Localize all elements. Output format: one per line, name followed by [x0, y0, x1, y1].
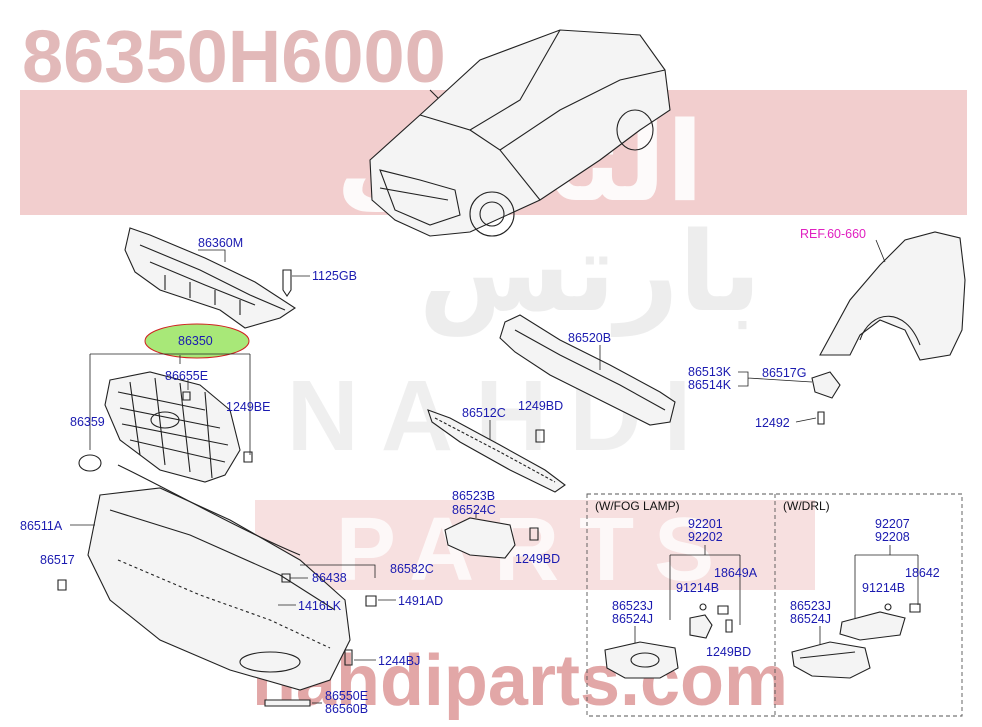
label-86560b: 86560B — [325, 702, 368, 716]
label-86438: 86438 — [312, 571, 347, 585]
label-92207: 92207 — [875, 517, 910, 531]
bolt-1125gb — [282, 269, 292, 297]
options-box — [586, 493, 963, 717]
label-92202: 92202 — [688, 530, 723, 544]
label-86520b: 86520B — [568, 331, 611, 345]
reference-label: REF.60-660 — [800, 227, 866, 241]
label-86550e: 86550E — [325, 689, 368, 703]
part-86520b-absorber — [499, 314, 676, 426]
highlight-86350 — [144, 323, 250, 359]
label-86512c: 86512C — [462, 406, 506, 420]
emblem-86359 — [78, 454, 102, 472]
bracket-86513k — [811, 371, 841, 399]
strip-86582c — [117, 464, 301, 556]
label-86360m: 86360M — [198, 236, 243, 250]
label-86517: 86517 — [40, 553, 75, 567]
watermark-latin-2: PARTS — [336, 500, 734, 600]
label-1249bd-c: 1249BD — [706, 645, 751, 659]
label-86582c: 86582C — [390, 562, 434, 576]
screw-1249bd-b — [529, 527, 539, 541]
socket-18649a — [717, 605, 729, 615]
cover-86523b — [444, 517, 516, 559]
screw-1249bd-a — [535, 429, 545, 443]
label-91214b-b: 91214B — [862, 581, 905, 595]
part-86511a-bumper — [87, 487, 351, 691]
label-86524j-b: 86524J — [790, 612, 831, 626]
label-91214b-a: 91214B — [676, 581, 719, 595]
part-86360m-bracket — [124, 227, 297, 329]
screw-1249bd-c — [725, 619, 733, 633]
label-86517g: 86517G — [762, 366, 806, 380]
label-1249bd-b: 1249BD — [515, 552, 560, 566]
drl-92207 — [839, 611, 906, 641]
label-92208: 92208 — [875, 530, 910, 544]
screw-12492 — [817, 411, 825, 425]
section-fog-lamp: (W/FOG LAMP) — [595, 499, 680, 513]
clip-86655e — [182, 391, 191, 401]
socket-18642 — [909, 603, 921, 613]
label-1249bd-a: 1249BD — [518, 399, 563, 413]
bulb-91214b-a — [699, 603, 707, 611]
nut-1491ad — [365, 595, 377, 607]
label-86513k: 86513K — [688, 365, 732, 379]
clip-86438 — [281, 573, 291, 583]
label-86359: 86359 — [70, 415, 105, 429]
label-86511a: 86511A — [20, 519, 63, 533]
label-86523j-a: 86523J — [612, 599, 653, 613]
cover-86523j-b — [791, 641, 871, 679]
label-1244bj: 1244BJ — [378, 654, 420, 668]
label-18642: 18642 — [905, 566, 940, 580]
label-1491ad: 1491AD — [398, 594, 443, 608]
label-1249be: 1249BE — [226, 400, 270, 414]
label-86655e: 86655E — [165, 369, 208, 383]
watermark-part-number: 86350H6000 — [22, 15, 446, 98]
label-1125gb: 1125GB — [312, 269, 357, 283]
part-86512c-lip — [427, 409, 566, 493]
car-overview-illustration — [369, 29, 671, 237]
label-18649a: 18649A — [714, 566, 758, 580]
screw-1244bj — [344, 649, 353, 666]
fog-lamp-92201 — [689, 614, 713, 639]
cover-86523j-a — [604, 641, 679, 679]
part-86550e — [264, 699, 311, 707]
watermark-band-2 — [255, 500, 815, 590]
label-12492: 12492 — [755, 416, 790, 430]
label-86523j-b: 86523J — [790, 599, 831, 613]
label-1416lk: 1416LK — [298, 599, 342, 613]
label-86523b: 86523B — [452, 489, 495, 503]
label-86350: 86350 — [178, 334, 213, 348]
fender-reference — [819, 231, 966, 361]
label-86524j-a: 86524J — [612, 612, 653, 626]
screw-1249be — [243, 451, 253, 463]
part-86517 — [57, 579, 67, 591]
label-86514k: 86514K — [688, 378, 732, 392]
section-drl: (W/DRL) — [783, 499, 830, 513]
bulb-91214b-b — [884, 603, 892, 611]
label-92201: 92201 — [688, 517, 723, 531]
part-86350-grille — [104, 371, 241, 483]
label-86524c: 86524C — [452, 503, 496, 517]
